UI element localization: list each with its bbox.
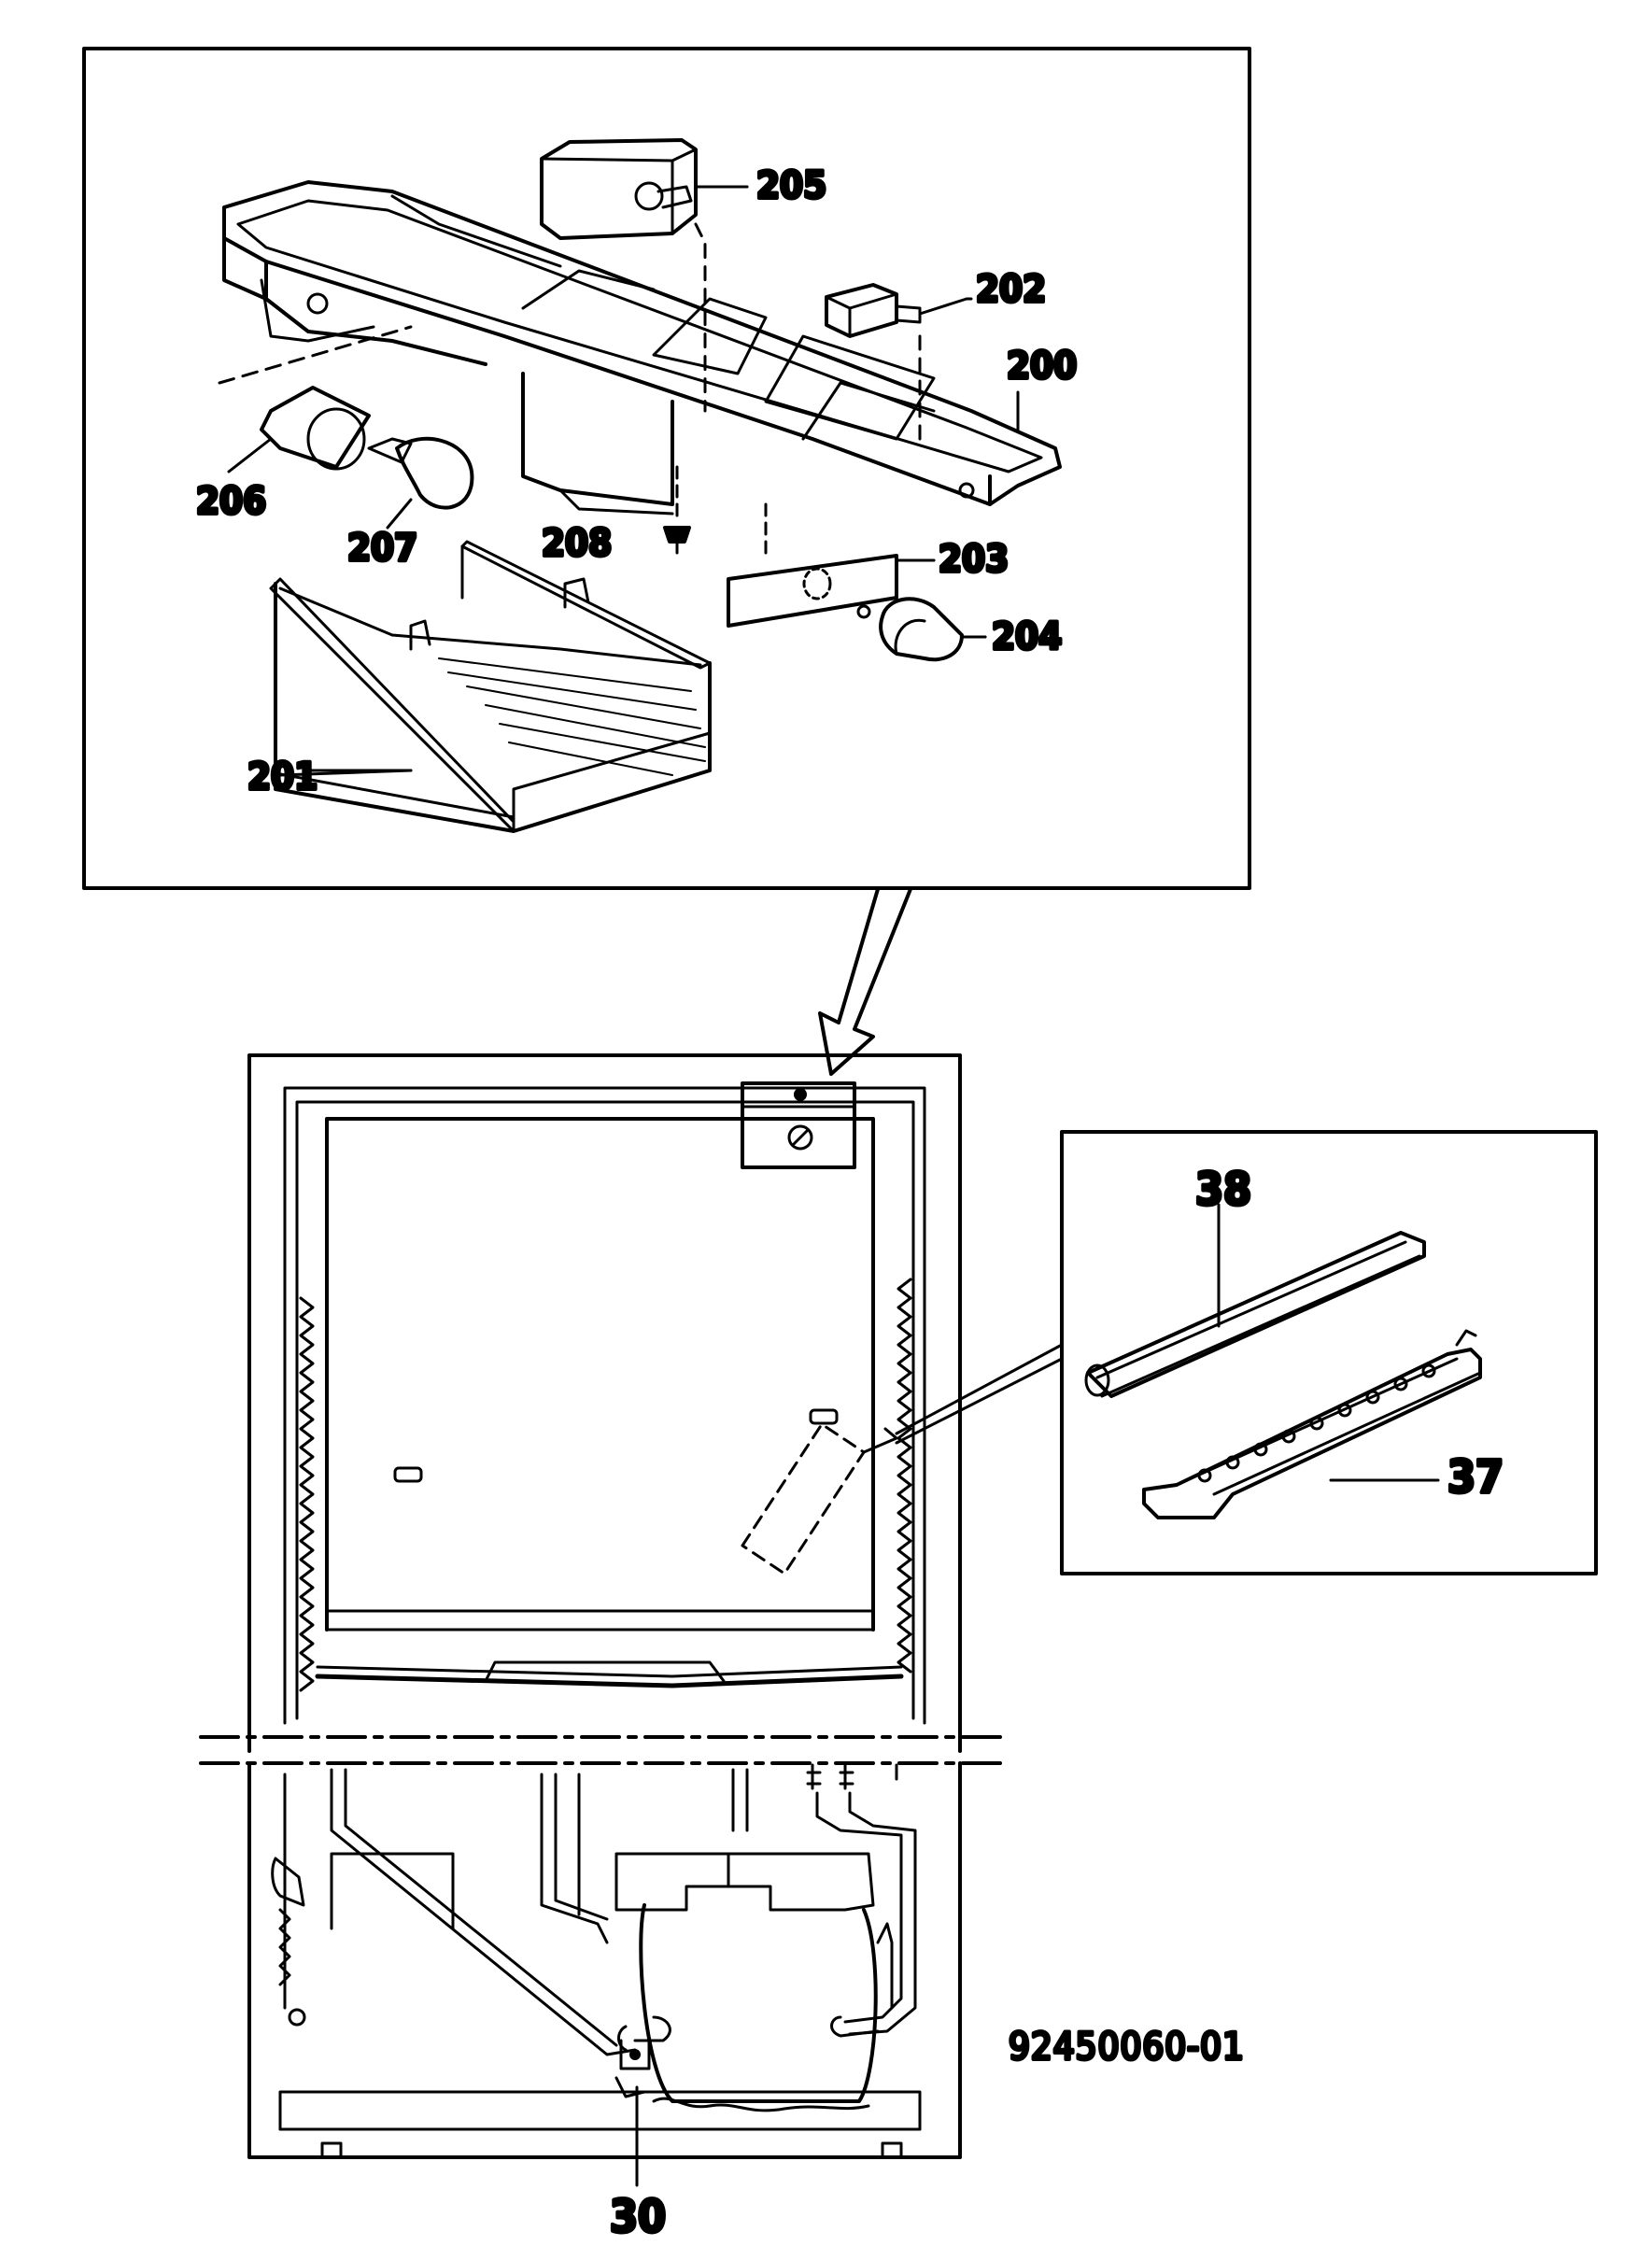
leader-lines-top (306, 185, 1020, 772)
drawing-code: 92450060-01 (1009, 2026, 1245, 2069)
housing-tray (222, 180, 1062, 516)
label-208: 208 (542, 522, 612, 565)
grooved-strip-part (1142, 1329, 1482, 1519)
label-201: 201 (247, 756, 318, 798)
label-205: 205 (756, 164, 826, 207)
label-206: 206 (196, 480, 266, 523)
lamp-holder-part (218, 325, 413, 473)
break-lines (199, 1735, 1010, 1765)
left-shelf-rail (299, 1296, 315, 1692)
callout-arrow (818, 887, 912, 1076)
thermostat-housing-location (741, 1081, 856, 1169)
label-37: 37 (1447, 1451, 1504, 1504)
label-203: 203 (939, 538, 1009, 581)
label-207: 207 (347, 527, 417, 570)
cover-plate-part (727, 502, 936, 628)
right-shelf-rail (897, 1278, 912, 1674)
label-30: 30 (610, 2191, 666, 2241)
knob-part (856, 597, 987, 662)
label-202: 202 (976, 268, 1046, 311)
switch-part (825, 283, 968, 441)
refrigerator-body (199, 1053, 1064, 2187)
detail-box-thermostat-assembly: 205 202 200 206 207 208 203 204 201 (82, 47, 1251, 890)
label-200: 200 (1007, 345, 1077, 388)
lamp-bulb-part (367, 436, 474, 530)
screw-part (663, 465, 691, 555)
label-38: 38 (1195, 1164, 1251, 1216)
label-204: 204 (992, 615, 1062, 658)
rail-part (1084, 1203, 1426, 1398)
compressor-section (247, 1761, 962, 2187)
detail-box-shelf-support: 38 37 (1060, 1130, 1598, 1575)
drawer-part (269, 540, 712, 833)
